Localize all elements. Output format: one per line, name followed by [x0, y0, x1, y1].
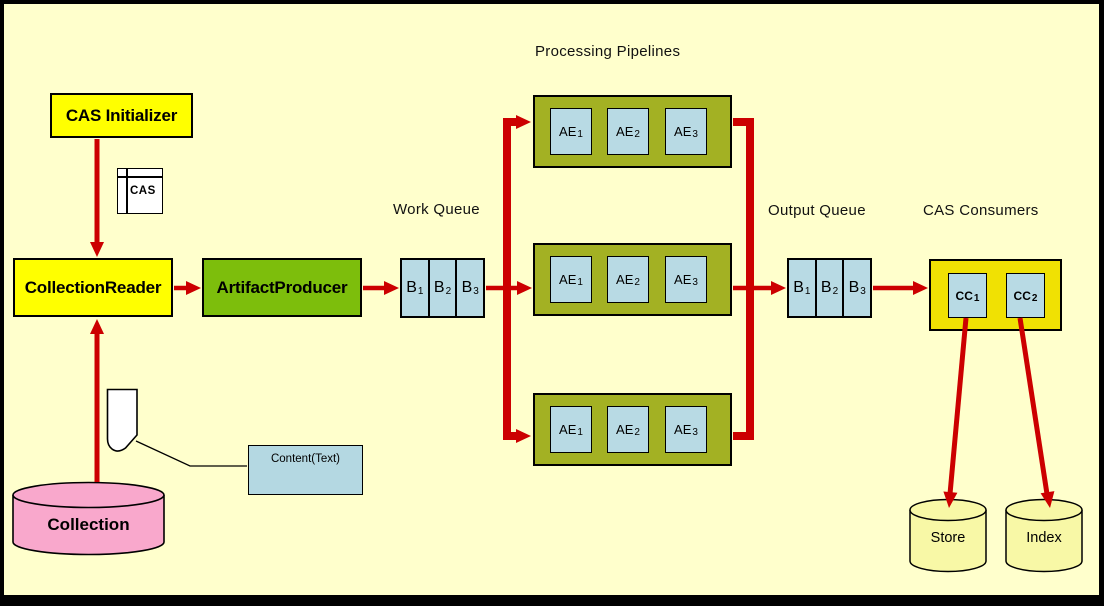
ae-label: AE [674, 272, 692, 287]
slot-label: B [793, 279, 804, 296]
artifact-document-icon [106, 388, 138, 452]
collection-reader-label: CollectionReader [24, 277, 162, 297]
arrow-cc2-to-index [1017, 317, 1050, 495]
arrowhead [90, 319, 104, 334]
ae-sub: 2 [634, 427, 640, 438]
arrowhead [186, 281, 201, 295]
collection-reader-box: CollectionReader [13, 258, 173, 317]
cas-icon-label: CAS [130, 185, 156, 197]
slot-label: B [820, 279, 832, 296]
frame-border-bottom [0, 595, 1104, 606]
artifact-producer-label: ArtifactProducer [216, 277, 348, 297]
slot-label: B [433, 279, 445, 296]
ae-sub: 3 [692, 129, 698, 140]
processing-pipelines-label: Processing Pipelines [535, 43, 681, 60]
cas-document-icon: CAS [117, 168, 163, 214]
cas-initializer-label: CAS Initializer [65, 105, 178, 125]
ae-sub: 2 [634, 277, 640, 288]
ae-label: AE [616, 422, 634, 437]
cas-consumers-label: CAS Consumers [923, 202, 1039, 219]
ae-sub: 1 [577, 427, 583, 438]
slot-sub: 3 [860, 285, 866, 297]
work-queue-label: Work Queue [393, 201, 480, 218]
frame-border-top [0, 0, 1104, 4]
slot-label: B [406, 279, 417, 296]
index-cylinder-shape [1005, 498, 1083, 573]
cc-sub: 2 [1031, 293, 1038, 304]
index-label: Index [1026, 530, 1062, 546]
arrowhead [517, 281, 532, 295]
arrowhead [913, 281, 928, 295]
arrowhead [771, 281, 786, 295]
ae-label: AE [674, 124, 692, 139]
content-text-label: Content(Text) [270, 453, 341, 465]
ae-sub: 1 [577, 277, 583, 288]
cas-icon-header-line [118, 176, 162, 178]
index-cylinder: Index [1005, 498, 1083, 574]
slot-sub: 1 [417, 285, 424, 297]
content-text-box: Content(Text) [248, 445, 363, 495]
ae-label: AE [674, 422, 692, 437]
arrow-cc1-to-store [947, 317, 969, 495]
arrowhead [384, 281, 399, 295]
ae-label: AE [616, 272, 634, 287]
slot-label: B [461, 279, 473, 296]
slot-sub: 2 [445, 285, 452, 297]
slot-sub: 1 [804, 285, 811, 297]
artifact-producer-box: ArtifactProducer [202, 258, 362, 317]
arrowhead [516, 115, 531, 129]
collection-label: Collection [47, 515, 130, 534]
cas-initializer-box: CAS Initializer [50, 93, 193, 138]
ae-sub: 2 [634, 129, 640, 140]
cas-icon-left-line [126, 169, 128, 213]
cc-sub: 1 [973, 293, 980, 304]
output-queue-label: Output Queue [768, 202, 866, 219]
collection-cylinder-shape [12, 481, 165, 556]
ae-label: AE [616, 124, 634, 139]
ae-sub: 1 [577, 129, 583, 140]
frame-border-left [0, 0, 4, 606]
ae-label: AE [559, 124, 577, 139]
ae-label: AE [559, 272, 577, 287]
cc-label: CC [1013, 288, 1031, 303]
ae-sub: 3 [692, 277, 698, 288]
slot-sub: 2 [832, 285, 839, 297]
cc-label: CC [955, 288, 973, 303]
arrowhead [90, 242, 104, 257]
store-cylinder-shape [909, 498, 987, 573]
slot-label: B [848, 279, 860, 296]
store-label: Store [930, 530, 966, 546]
slot-sub: 3 [473, 285, 479, 297]
frame-border-right [1099, 0, 1104, 606]
arrowhead [516, 429, 531, 443]
callout-line [135, 440, 247, 467]
collection-cylinder: Collection [12, 481, 165, 557]
store-cylinder: Store [909, 498, 987, 574]
ae-sub: 3 [692, 427, 698, 438]
ae-label: AE [559, 422, 577, 437]
